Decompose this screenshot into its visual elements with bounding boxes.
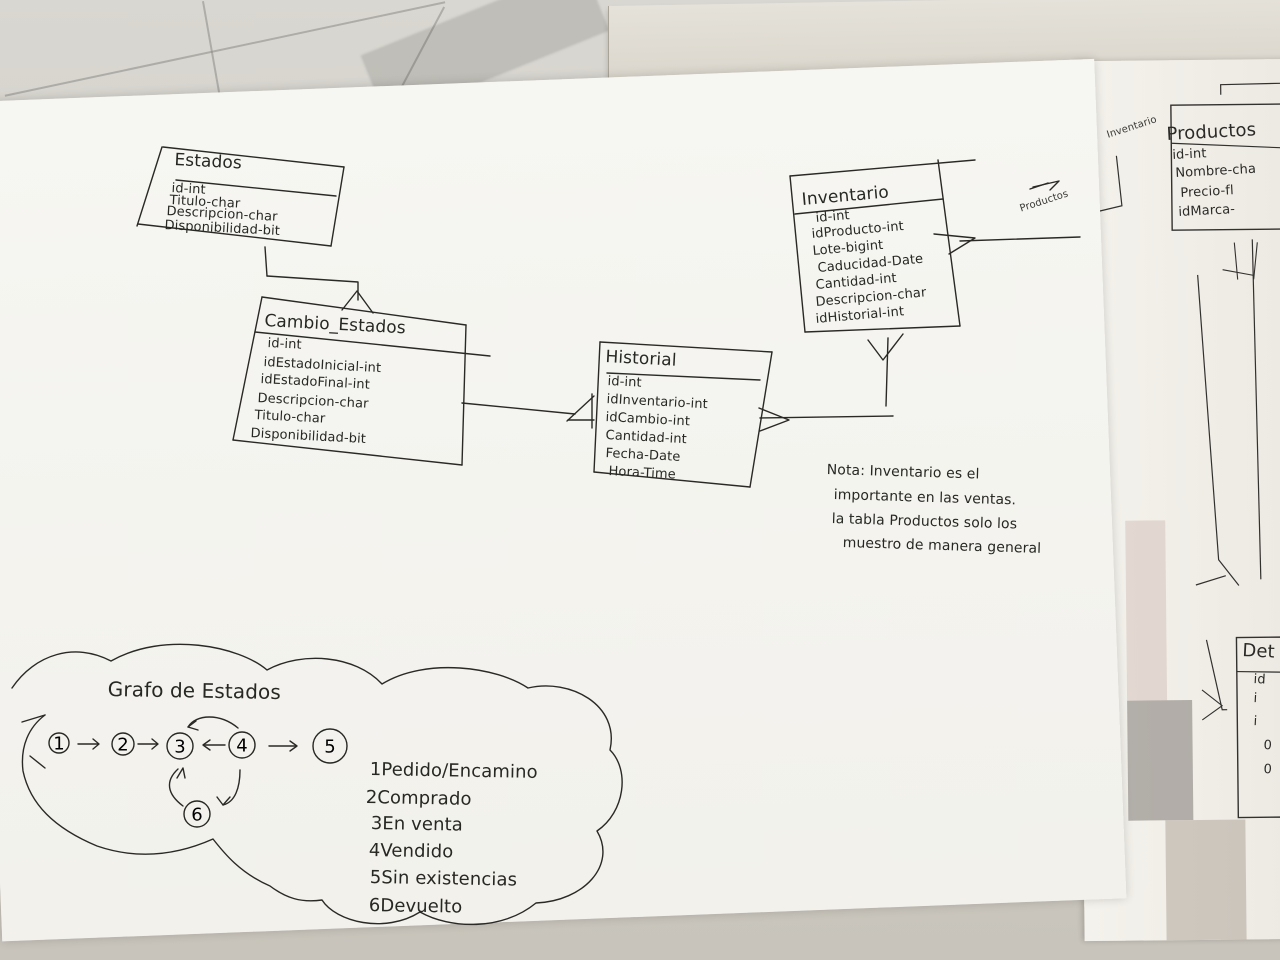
main-paper-sheet (0, 58, 1127, 942)
